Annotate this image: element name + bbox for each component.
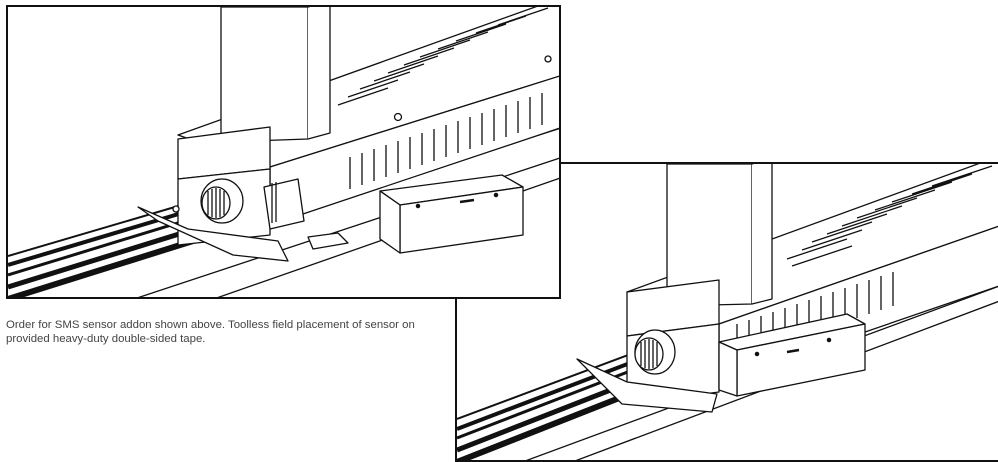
sms-sensor-installed [718,313,866,397]
mounting-post [666,164,773,307]
sensor-installed-panel [455,162,998,462]
mounting-post [220,7,331,143]
cable-gland-knob [634,329,676,375]
figure-caption: Order for SMS sensor addon shown above. … [6,319,415,346]
side-bracket-plate [263,178,305,230]
mounting-bracket [137,205,349,262]
sms-sensor-installed-illustration [457,164,998,460]
vent-slots [337,7,552,189]
sms-sensor-loose-illustration [8,7,559,297]
mounting-bracket [576,358,718,413]
sms-sensor-loose [379,174,524,254]
cable-gland-knob [200,178,244,224]
sensor-separate-panel [6,5,561,299]
